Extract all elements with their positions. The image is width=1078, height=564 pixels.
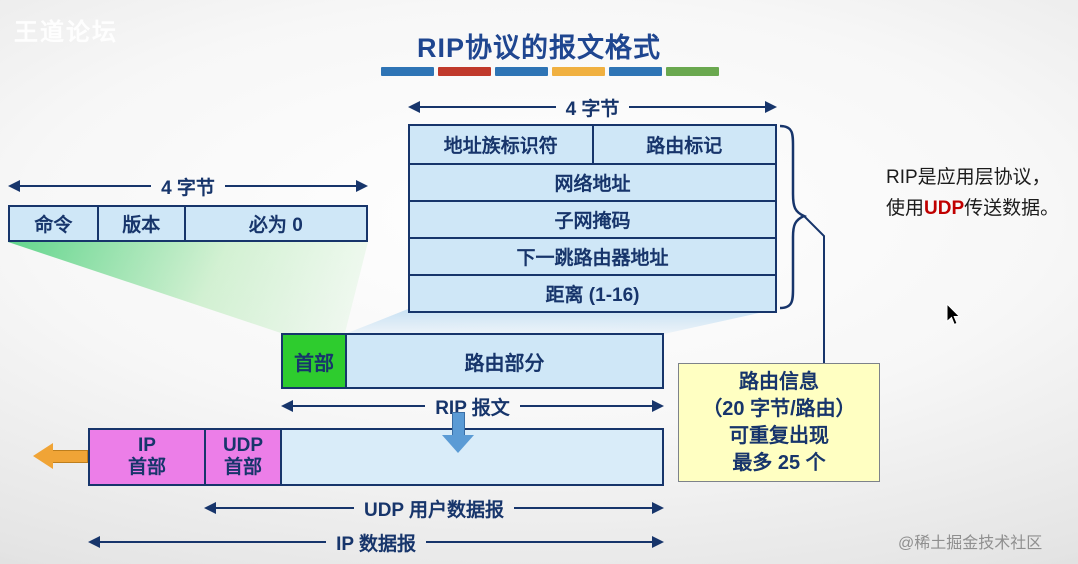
ribbon-segment <box>495 67 548 76</box>
table-row: 下一跳路由器地址 <box>410 237 775 274</box>
route-info-box: 路由信息 （20 字节/路由） 可重复出现 最多 25 个 <box>678 363 880 482</box>
udp-ip-datagram-bar: IP 首部 UDP 首部 <box>88 428 664 486</box>
brace-and-connector <box>779 124 825 364</box>
note-line-1: RIP是应用层协议， <box>886 167 1051 188</box>
arrowhead-left-icon <box>408 101 420 113</box>
ribbon-segment <box>552 67 605 76</box>
header-projection-shape <box>8 242 368 333</box>
table-row: 子网掩码 <box>410 200 775 237</box>
cell-subnet-mask: 子网掩码 <box>554 211 631 232</box>
route-info-line: 可重复出现 <box>729 424 829 447</box>
arrowhead-left-icon <box>88 536 100 548</box>
ribbon-segment <box>381 67 434 76</box>
rip-udp-note: RIP是应用层协议， 使用UDP传送数据。 <box>886 162 1059 224</box>
title-underline-ribbon <box>381 67 719 76</box>
route-info-line: （20 字节/路由） <box>702 397 856 420</box>
page-title: RIP协议的报文格式 <box>416 33 661 63</box>
udp-datagram-span-arrow: UDP 用户数据报 <box>204 497 664 521</box>
header-width-arrow: 4 字节 <box>8 175 369 199</box>
arrowhead-left-icon <box>204 502 216 514</box>
note-line-2: 使用UDP传送数据。 <box>886 198 1060 219</box>
cell-version: 版本 <box>96 207 184 240</box>
arrowhead-left-icon <box>281 400 293 412</box>
cell-ip-header: IP 首部 <box>90 430 204 484</box>
udp-datagram-label: UDP 用户数据报 <box>363 499 505 521</box>
table-row: 距离 (1-16) <box>410 274 775 311</box>
ribbon-segment <box>438 67 491 76</box>
connector-line <box>803 215 825 364</box>
site-watermark: 王道论坛 <box>14 19 118 46</box>
table-row: 地址族标识符 路由标记 <box>410 126 775 163</box>
arrowhead-right-icon <box>652 536 665 548</box>
curly-brace <box>779 124 808 310</box>
ip-datagram-span-arrow: IP 数据报 <box>88 531 665 555</box>
route-info-line: 路由信息 <box>739 370 819 393</box>
udp-highlight: UDP <box>924 198 965 219</box>
table-width-arrow: 4 字节 <box>408 96 778 120</box>
cell-distance: 距离 (1-16) <box>545 285 640 306</box>
cell-next-hop: 下一跳路由器地址 <box>516 248 669 269</box>
arrowhead-right-icon <box>765 101 778 113</box>
table-width-label: 4 字节 <box>565 98 620 120</box>
cell-route-part: 路由部分 <box>345 335 662 387</box>
cell-address-family: 地址族标识符 <box>443 136 558 157</box>
cell-route-tag: 路由标记 <box>591 126 776 163</box>
rip-message-bar: 首部 路由部分 <box>281 333 664 389</box>
cell-rip-header: 首部 <box>283 335 345 387</box>
header-width-label: 4 字节 <box>161 177 215 199</box>
ribbon-segment <box>609 67 662 76</box>
community-watermark: @稀土掘金技术社区 <box>898 535 1043 552</box>
arrowhead-right-icon <box>652 400 665 412</box>
ribbon-segment <box>666 67 719 76</box>
encapsulation-down-arrow-icon <box>442 412 474 453</box>
route-info-line: 最多 25 个 <box>732 451 826 474</box>
cell-network-address: 网络地址 <box>554 174 631 195</box>
cell-must-be-zero: 必为 0 <box>183 207 366 240</box>
cell-command: 命令 <box>34 215 73 236</box>
table-row: 网络地址 <box>410 163 775 200</box>
rip-route-entry-table: 地址族标识符 路由标记 网络地址 子网掩码 下一跳路由器地址 距离 (1-16) <box>408 124 777 313</box>
ip-header-left-arrow-icon <box>33 443 88 469</box>
mouse-cursor-icon <box>946 304 961 326</box>
ip-datagram-label: IP 数据报 <box>336 533 416 555</box>
arrowhead-left-icon <box>8 180 20 192</box>
arrowhead-right-icon <box>652 502 664 514</box>
cell-udp-header: UDP 首部 <box>204 430 280 484</box>
rip-header-fields-row: 命令 版本 必为 0 <box>8 205 368 242</box>
arrowhead-right-icon <box>356 180 369 192</box>
